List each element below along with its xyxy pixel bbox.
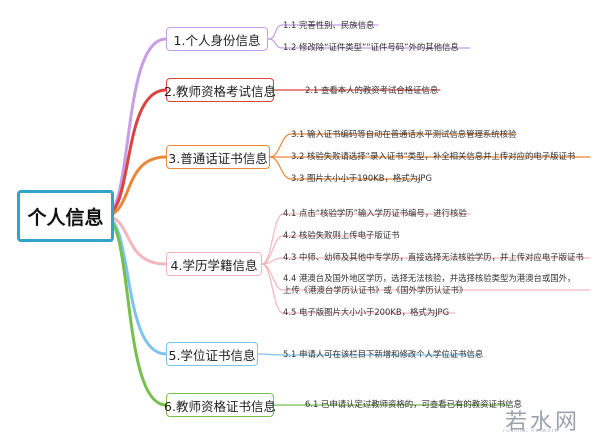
- leaf-4-5: 4.5 电子版图片大小小于200KB，格式为JPG: [283, 307, 450, 317]
- branch-node-identity: 1.个人身份信息: [166, 27, 268, 51]
- connector-branch-4-leaf-3: [261, 257, 284, 265]
- leaf-1-2: 1.2 修改除“证件类型”“证件号码”外的其他信息: [283, 42, 459, 52]
- branch-node-certificate: 6.教师资格证书信息: [164, 393, 276, 417]
- connector-branch-3-leaf-3: [269, 156, 292, 180]
- leaf-4-2: 4.2 核验失败则上传电子版证书: [283, 230, 400, 240]
- connector-branch-3-leaf-1: [269, 133, 292, 158]
- connector-branch-1-leaf-1: [267, 24, 284, 40]
- leaf-4-4: 4.4 港澳台及国外地区学历，选择无法核验，并选择核验类型为港澳台或国外，: [283, 273, 576, 283]
- branch-node-mandarin: 3.普通话证书信息: [166, 145, 270, 169]
- leaf-4-3: 4.3 中师、幼师及其他中专学历，直接选择无法核验学历，并上传对应电子版证书: [283, 252, 584, 262]
- leaf-4-1: 4.1 点击“核验学历”输入学历证书编号，进行核验: [283, 208, 467, 218]
- leaf-3-2: 3.2 核验失败请选择“录入证书”类型，补全相关信息并上传对应的电子版证书: [291, 151, 576, 161]
- branch-node-education: 4.学历学籍信息: [166, 252, 262, 276]
- leaf-2-1: 2.1 查看本人的教资考试合格证信息: [305, 85, 439, 95]
- branch-node-degree: 5.学位证书信息: [166, 342, 258, 366]
- leaf-4-4-cont: 上传《港澳台学历认证书》或《国外学历认证书》: [283, 285, 468, 295]
- leaf-5-1: 5.1 申请人可在该栏目下新增和修改个人学位证书信息: [283, 349, 484, 359]
- watermark-logo: 若水网: [505, 410, 581, 435]
- leaf-3-3: 3.3 图片大小小于190KB，格式为JPG: [291, 173, 432, 183]
- branch-node-exam: 2.教师资格考试信息: [164, 78, 276, 102]
- connector-branch-4-leaf-2: [261, 235, 284, 265]
- connector-branch-4-leaf-1: [261, 213, 284, 265]
- connector-branch-5-leaf-1: [257, 353, 284, 356]
- connector-branch-1-leaf-2: [267, 38, 284, 49]
- connector-branch-4-leaf-5: [261, 263, 284, 314]
- root-node: 个人信息: [17, 190, 114, 242]
- leaf-6-1: 6.1 已申请认定过教师资格的，可查看已有的教资证书信息: [305, 399, 522, 409]
- leaf-3-1: 3.1 输入证书编码等自动在普通话水平测试信息管理系统核验: [291, 129, 517, 139]
- watermark-sub: ruoshui network: [503, 428, 559, 434]
- leaf-1-1: 1.1 完善性别、民族信息: [283, 20, 375, 30]
